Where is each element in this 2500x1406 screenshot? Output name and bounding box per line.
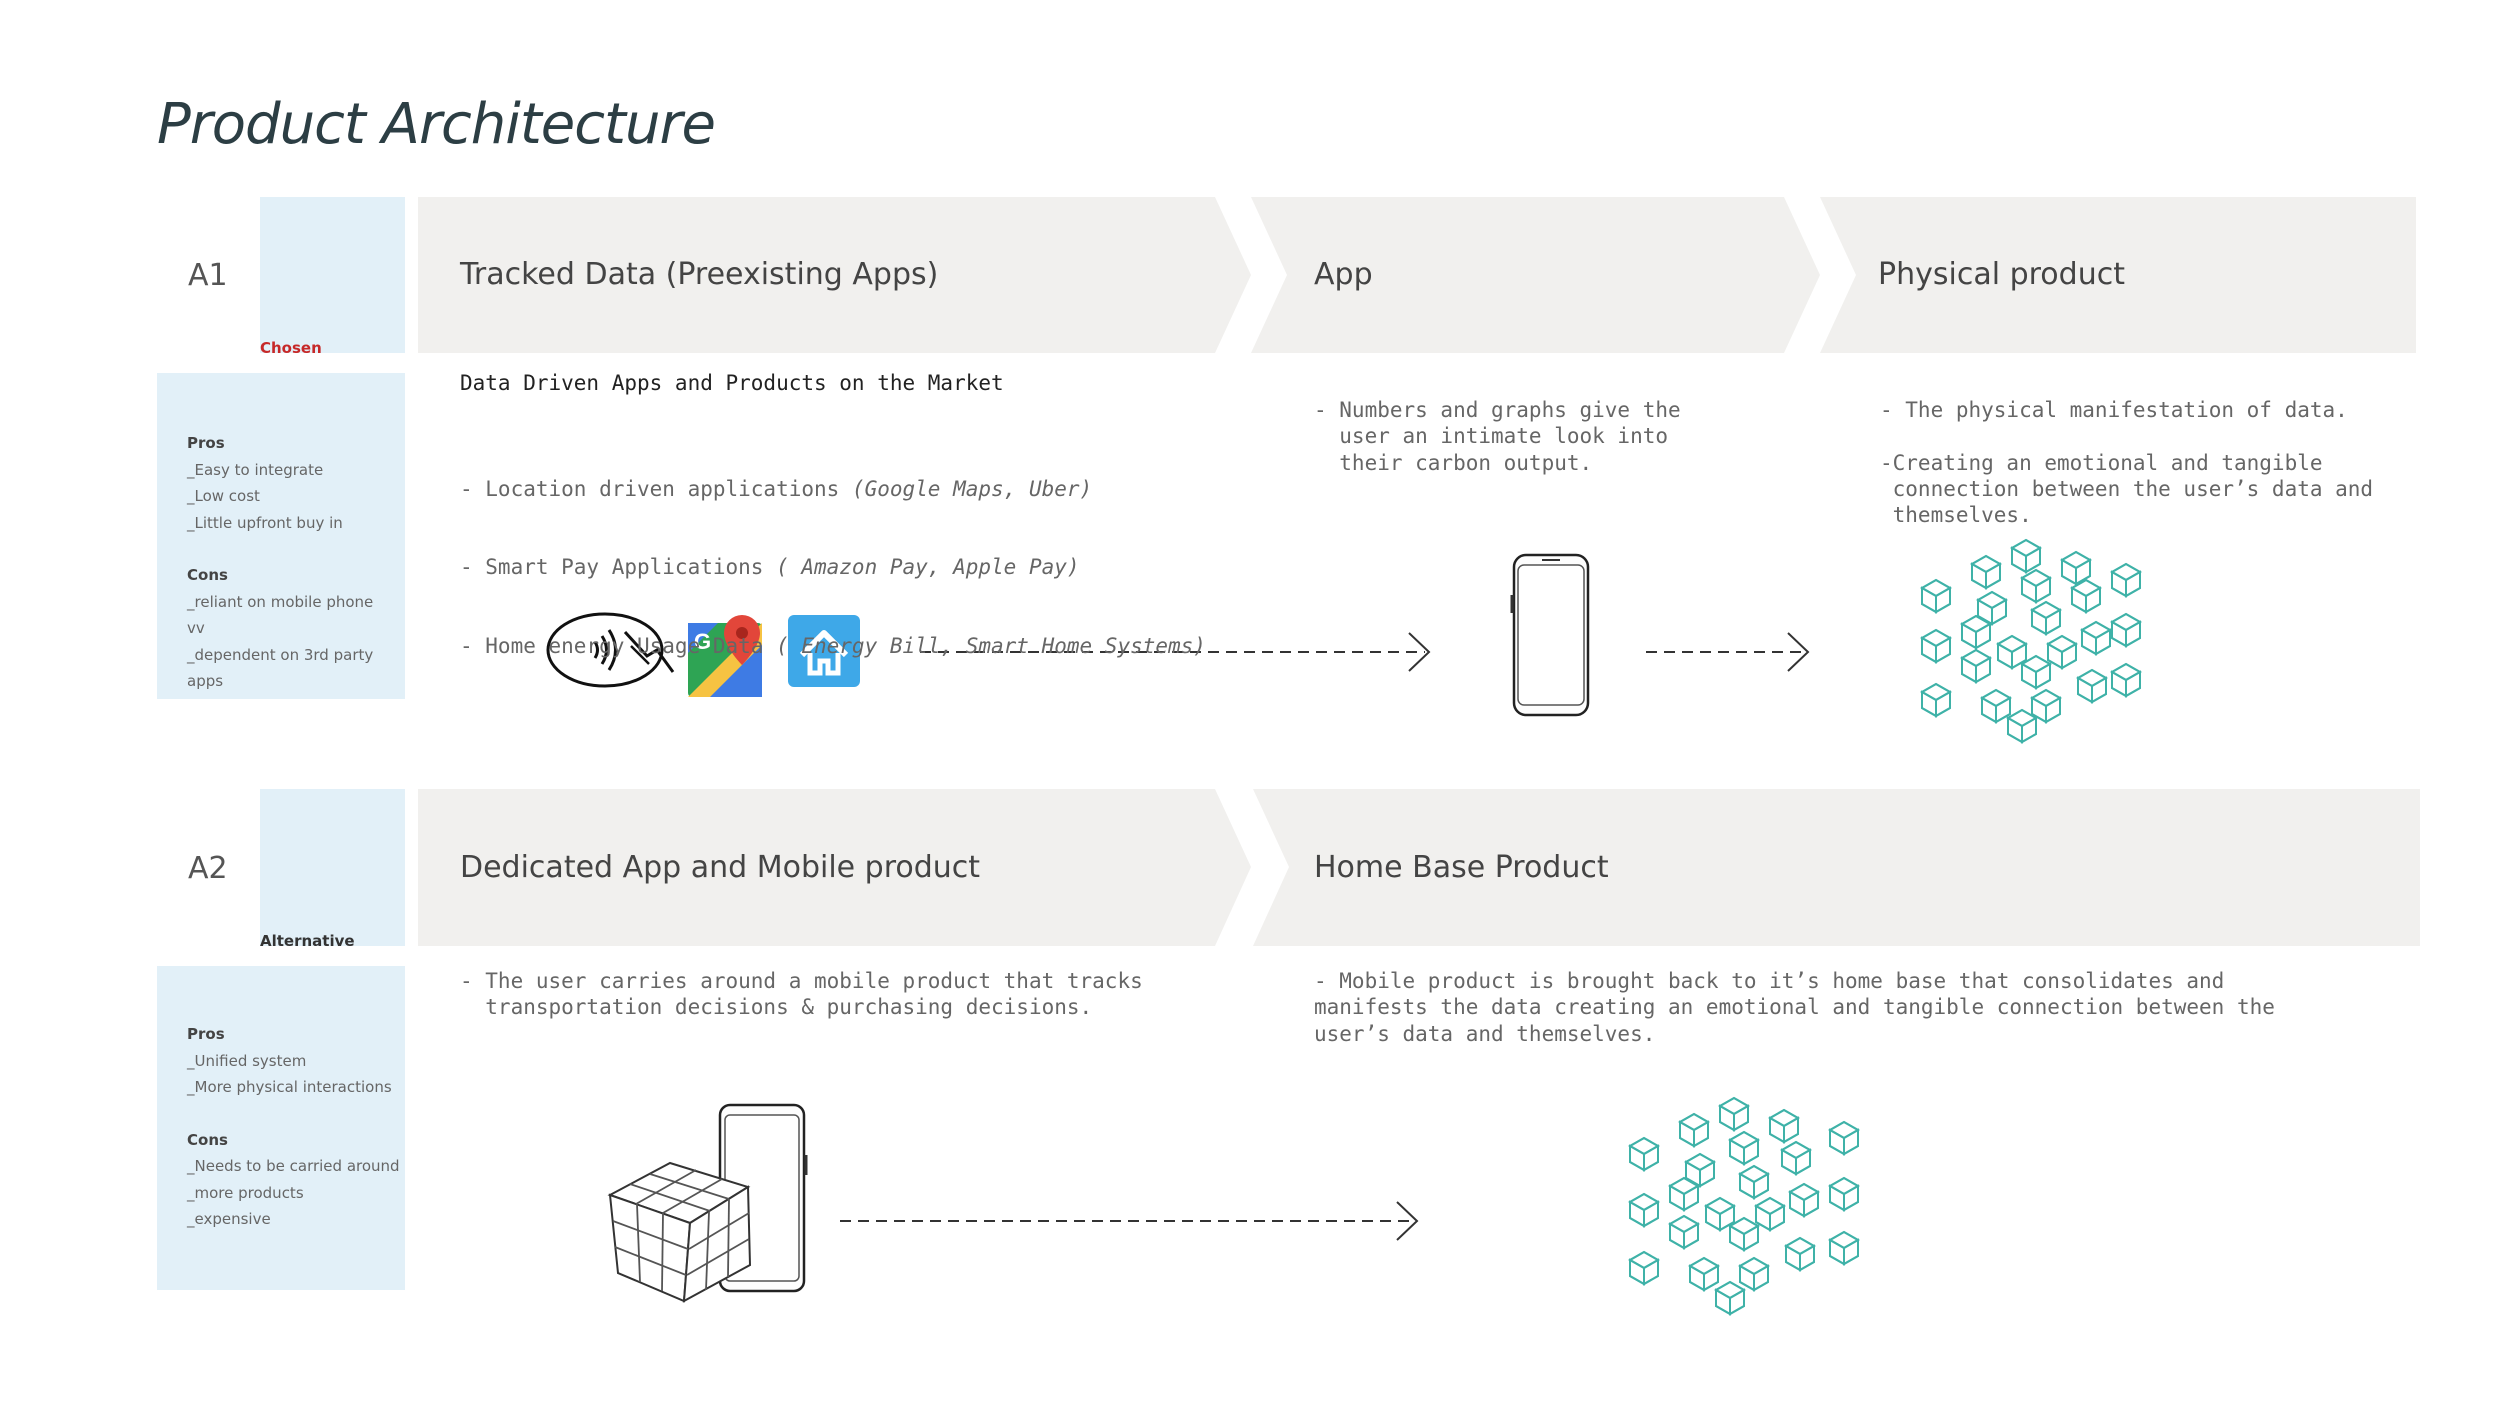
stage-band-dedicated-app — [418, 789, 1251, 946]
pros-item: _Unified system — [187, 1051, 307, 1070]
flow-arrow — [840, 1201, 1419, 1241]
smartphone-icon — [1510, 553, 1590, 717]
stage-band-tracked-data — [418, 197, 1251, 353]
cube-cluster-icon — [1921, 539, 2141, 743]
pros-item: _More physical interactions — [187, 1078, 392, 1096]
alternative-tag-box — [260, 789, 405, 946]
bullet-item: - Home energy Usage Data ( Energy Bill, … — [460, 633, 1206, 659]
cube-cluster-icon — [1629, 1097, 1859, 1315]
cons-item: _more products — [187, 1183, 304, 1202]
pros-item: _Easy to integrate — [187, 460, 324, 479]
google-maps-icon: G — [688, 615, 762, 697]
page-title: Product Architecture — [157, 92, 716, 157]
stage-description-physical-product: - The physical manifestation of data. -C… — [1880, 398, 2374, 528]
pros-cons-panel-a2: Pros _Unified system _More physical inte… — [157, 966, 405, 1290]
cons-item: _Needs to be carried around — [187, 1157, 400, 1175]
chosen-tag: Chosen — [260, 339, 322, 357]
row-label-a2: A2 — [188, 851, 228, 886]
stage-title-tracked-data: Tracked Data (Preexisting Apps) — [460, 257, 939, 292]
cons-item: _reliant on mobile phone — [187, 592, 374, 611]
pros-heading: Pros — [187, 434, 225, 452]
pros-cons-panel-a1: Pros _Easy to integrate _Low cost _Littl… — [157, 373, 405, 699]
chosen-tag-box — [260, 197, 405, 353]
pros-item: _Little upfront buy in — [187, 513, 343, 532]
stage-bullets: - Location driven applications (Google M… — [460, 423, 1206, 686]
stage-title-physical-product: Physical product — [1878, 257, 2125, 292]
bullet-note: (Google Maps, Uber) — [851, 476, 1093, 501]
cons-item: _dependent on 3rd party apps — [187, 645, 374, 691]
cube-and-phone-icon — [607, 1103, 808, 1303]
stage-title-home-base: Home Base Product — [1314, 850, 1609, 885]
cons-heading: Cons — [187, 1130, 228, 1149]
bullet-item: - Smart Pay Applications ( Amazon Pay, A… — [460, 554, 1206, 580]
bullet-text: - Smart Pay Applications — [460, 555, 777, 580]
bullet-note: ( Energy Bill, Smart Home Systems) — [776, 634, 1206, 659]
stage-description-home-base: - Mobile product is brought back to it’s… — [1314, 969, 2275, 1046]
flow-arrow — [1646, 632, 1810, 672]
pros-item: _Low cost — [187, 487, 260, 505]
cons-heading: Cons — [187, 566, 228, 584]
stage-band-physical-product — [1820, 197, 2416, 353]
smart-home-icon — [788, 615, 860, 687]
bullet-note: ( Amazon Pay, Apple Pay) — [776, 555, 1080, 580]
stage-description-dedicated-app: - The user carries around a mobile produ… — [460, 969, 1143, 1020]
stage-title-dedicated-app: Dedicated App and Mobile product — [460, 850, 981, 885]
row-label-a1: A1 — [188, 258, 228, 293]
contactless-pay-icon — [546, 612, 675, 688]
cons-item: _expensive — [187, 1210, 271, 1228]
stage-title-app: App — [1314, 257, 1373, 292]
stage-description-app: - Numbers and graphs give the user an in… — [1314, 398, 1681, 475]
svg-text:G: G — [694, 629, 711, 654]
flow-arrow — [920, 632, 1431, 672]
bullet-item: - Location driven applications (Google M… — [460, 476, 1206, 502]
stage-band-home-base — [1253, 789, 2420, 946]
bullet-text: - Home energy Usage Data — [460, 634, 777, 659]
bullet-text: - Location driven applications — [460, 476, 852, 501]
cons-item: vv — [187, 619, 205, 637]
pros-heading: Pros — [187, 1025, 225, 1043]
alternative-tag: Alternative — [260, 932, 355, 950]
stage-band-app — [1251, 197, 1820, 353]
stage-heading: Data Driven Apps and Products on the Mar… — [460, 371, 1004, 395]
